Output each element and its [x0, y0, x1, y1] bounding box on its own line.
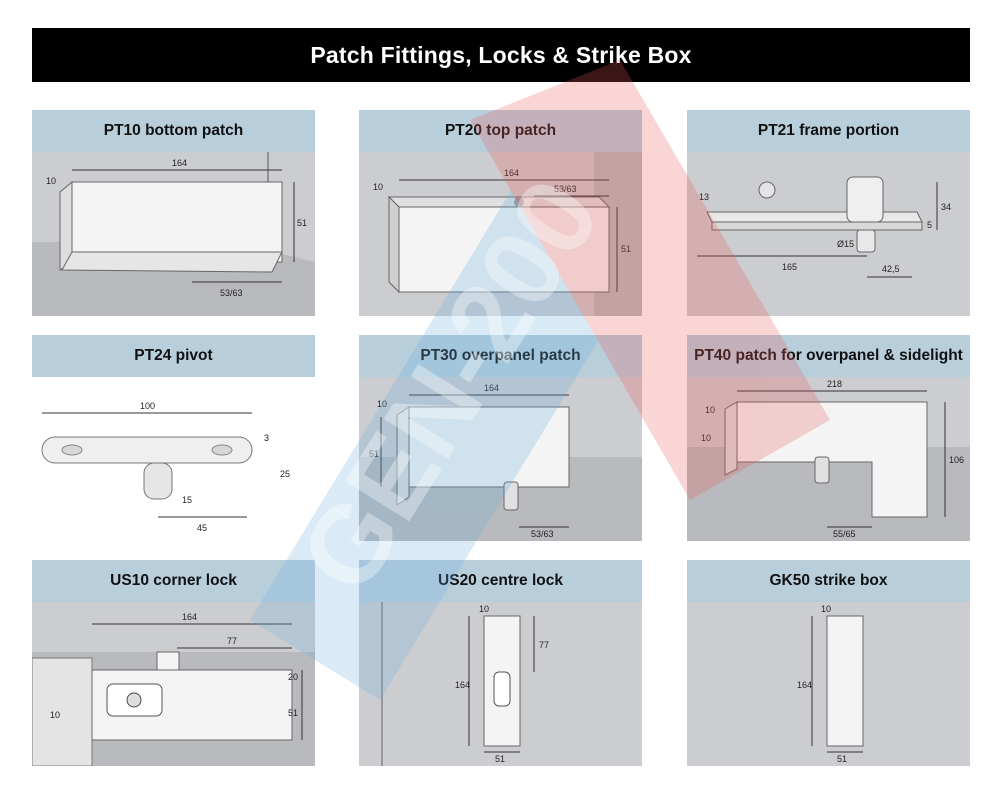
card-us10: US10 corner lock 164 77 20 51 10: [32, 560, 315, 766]
dim-label: 10: [705, 405, 715, 415]
dim-label: 5: [927, 220, 932, 230]
dim-label: Ø15: [837, 239, 854, 249]
card-title: PT20 top patch: [359, 110, 642, 152]
pt10-drawing: 164 51 53/63 10: [32, 152, 315, 316]
dim-label: 10: [701, 433, 711, 443]
dim-label: 51: [621, 244, 631, 254]
card-gk50: GK50 strike box 164 51 10: [687, 560, 970, 766]
dim-label: 53/63: [531, 529, 554, 539]
dim-label: 15: [182, 495, 192, 505]
dim-label: 164: [172, 158, 187, 168]
dim-label: 10: [46, 176, 56, 186]
card-title: GK50 strike box: [687, 560, 970, 602]
dim-label: 100: [140, 401, 155, 411]
page-title: Patch Fittings, Locks & Strike Box: [32, 28, 970, 82]
dim-label: 164: [504, 168, 519, 178]
dim-label: 20: [288, 672, 298, 682]
dim-label: 164: [484, 383, 499, 393]
card-us20: US20 centre lock 164 77 51 10: [359, 560, 642, 766]
card-pt30: PT30 overpanel patch 164 51 53/63 10: [359, 335, 642, 541]
pt40-drawing: 218 106 55/65 10 10: [687, 377, 970, 541]
dim-label: 10: [821, 604, 831, 614]
dim-label: 106: [949, 455, 964, 465]
dim-label: 13: [699, 192, 709, 202]
dim-label: 77: [539, 640, 549, 650]
dim-label: 51: [297, 218, 307, 228]
dim-label: 55/65: [833, 529, 856, 539]
card-title: PT24 pivot: [32, 335, 315, 377]
dim-label: 53/63: [554, 184, 577, 194]
dim-label: 165: [782, 262, 797, 272]
dim-label: 51: [369, 449, 379, 459]
card-pt21: PT21 frame portion Ø15 165 42,5 34 13 5: [687, 110, 970, 316]
dim-label: 164: [182, 612, 197, 622]
dim-label: 10: [373, 182, 383, 192]
dim-label: 10: [50, 710, 60, 720]
dim-label: 10: [377, 399, 387, 409]
dim-label: 218: [827, 379, 842, 389]
gk50-drawing: 164 51 10: [687, 602, 970, 766]
dim-label: 53/63: [220, 288, 243, 298]
dim-label: 77: [227, 636, 237, 646]
card-title: US20 centre lock: [359, 560, 642, 602]
pt21-drawing: Ø15 165 42,5 34 13 5: [687, 152, 970, 316]
dim-label: 51: [495, 754, 505, 764]
dim-label: 3: [264, 433, 269, 443]
card-title: US10 corner lock: [32, 560, 315, 602]
pt30-drawing: 164 51 53/63 10: [359, 377, 642, 541]
card-pt24: PT24 pivot 100 15 45 3 25: [32, 335, 315, 541]
us10-drawing: 164 77 20 51 10: [32, 602, 315, 766]
dim-label: 25: [280, 469, 290, 479]
dim-label: 164: [797, 680, 812, 690]
pt20-drawing: 164 53/63 51 10: [359, 152, 642, 316]
pt24-drawing: 100 15 45 3 25: [32, 377, 315, 541]
card-pt10: PT10 bottom patch 164 51 53/63 10: [32, 110, 315, 316]
card-pt40: PT40 patch for overpanel & sidelight 218…: [687, 335, 970, 541]
us20-drawing: 164 77 51 10: [359, 602, 642, 766]
card-title: PT40 patch for overpanel & sidelight: [687, 335, 970, 377]
dim-label: 51: [837, 754, 847, 764]
card-title: PT10 bottom patch: [32, 110, 315, 152]
dim-label: 164: [455, 680, 470, 690]
dim-label: 10: [479, 604, 489, 614]
card-title: PT30 overpanel patch: [359, 335, 642, 377]
card-pt20: PT20 top patch 164 53/63 51 10: [359, 110, 642, 316]
card-title: PT21 frame portion: [687, 110, 970, 152]
dim-label: 51: [288, 708, 298, 718]
dim-label: 34: [941, 202, 951, 212]
dim-label: 45: [197, 523, 207, 533]
dim-label: 42,5: [882, 264, 900, 274]
